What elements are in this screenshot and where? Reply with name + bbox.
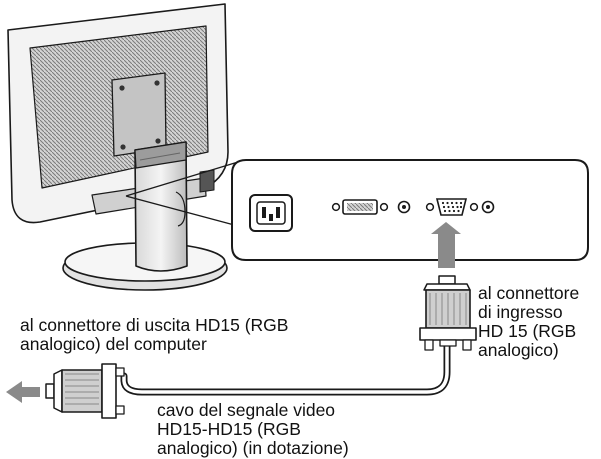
callout-lines [125,161,239,227]
hd15-input-connector [425,198,479,216]
dvi-input-connector [331,199,389,215]
connector-panel-zoom [231,159,589,261]
insert-arrow-icon [431,222,461,268]
output-connector-label: al connettore di uscita HD15 (RGB analog… [20,315,289,354]
video-signal-cable [120,334,451,396]
input-connector-label: al connettore di ingresso HD 15 (RGB ana… [478,283,580,360]
monitor-stand [134,141,188,272]
connector-panel-body [231,159,589,261]
cable-label: cavo del segnale video HD15-HD15 (RGB an… [157,400,349,458]
to-computer-arrow-icon [6,381,40,403]
ac-power-inlet [249,194,293,232]
hd15-plug-monitor-side [419,275,477,351]
monitor-rear [7,3,229,291]
hd15-plug-computer-side [45,363,125,419]
